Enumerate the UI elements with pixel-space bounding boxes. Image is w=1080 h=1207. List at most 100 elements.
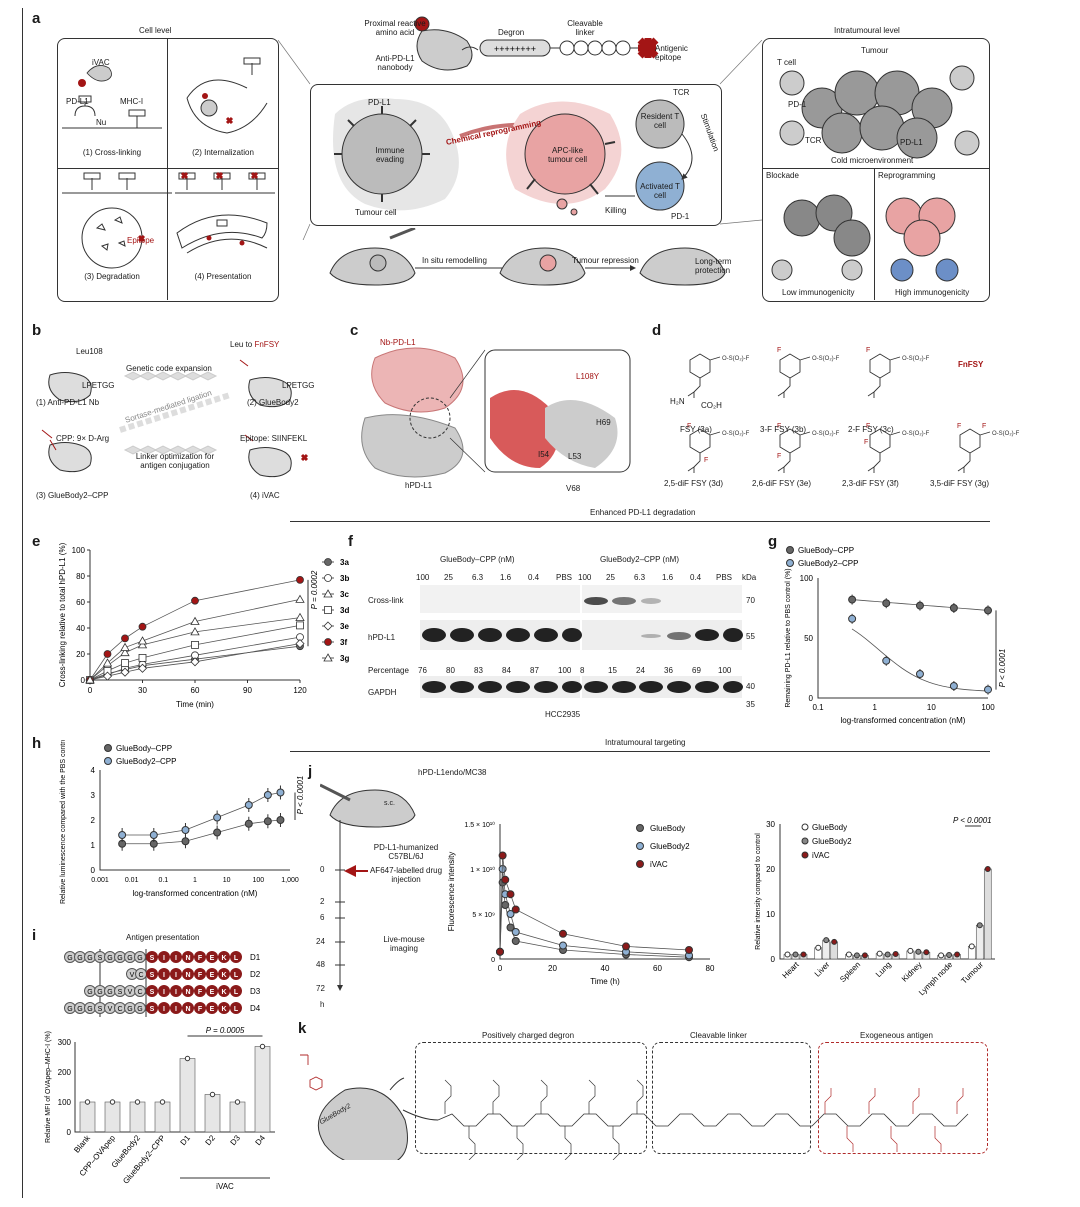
g-xtick-label: 1	[872, 703, 877, 712]
seq-epitope-letter: N	[185, 955, 190, 962]
i-bar	[154, 1101, 171, 1133]
seq-epitope-letter: S	[150, 989, 155, 996]
g-series-line	[851, 628, 989, 692]
g-point	[882, 599, 891, 608]
e-legend-label: 3g	[340, 654, 349, 663]
f-cell: HCC2935	[545, 710, 581, 719]
epi-label: Epitope: SIINFEKL	[240, 434, 308, 443]
mice-drawings	[329, 228, 726, 286]
pd1-label: PD-1	[671, 212, 690, 221]
activated-label: Activated T cell	[640, 182, 680, 200]
e-xtick-label: 60	[191, 686, 200, 695]
e-ytick-label: 80	[76, 572, 85, 581]
f-pct-value: 100	[558, 666, 572, 675]
lpetgg-1: LPETGG	[82, 381, 115, 390]
seq-epitope-letter: E	[210, 1006, 215, 1013]
g-point	[949, 682, 958, 690]
f-conc-label: 100	[578, 573, 592, 582]
e-point	[138, 654, 147, 662]
seq-epitope-letter: E	[210, 972, 215, 979]
f-pct-value: 36	[664, 666, 673, 675]
seq-linker-letter: V	[108, 1006, 113, 1013]
j2-xtick-label: Spleen	[838, 960, 862, 984]
seq-epitope-letter: I	[163, 972, 165, 979]
e-point	[120, 642, 130, 651]
panel-k-label: k	[298, 1020, 307, 1037]
seq-epitope-residue	[230, 985, 242, 997]
j2-point	[815, 944, 822, 951]
g-point	[915, 601, 924, 610]
e-legend-marker	[323, 621, 333, 631]
seq-epitope-letter: E	[210, 989, 215, 996]
svg-text:O-S(O₂)-F: O-S(O₂)-F	[902, 431, 930, 437]
seq-epitope-letter: I	[175, 989, 177, 996]
i-point	[109, 1099, 116, 1105]
seq-linker-letter: G	[117, 955, 122, 962]
center-pdl1: PD-L1	[368, 98, 391, 107]
seq-linker-letter: G	[137, 1006, 142, 1013]
seq-epitope-residue	[218, 951, 230, 963]
svg-text:O-S(O₂)-F: O-S(O₂)-F	[722, 356, 750, 362]
h-axes	[99, 770, 290, 871]
fsy-3d: 2,5-diF FSY (3d)	[664, 479, 723, 488]
seq-epitope-letter: F	[198, 989, 203, 996]
cell-divider-v	[167, 38, 168, 300]
k-antigen: Exogeneous antigen	[860, 1031, 933, 1040]
h-point	[244, 801, 253, 809]
i-bar	[129, 1101, 146, 1133]
seq-epitope-residue	[182, 951, 194, 963]
f-conc-label: 6.3	[634, 573, 646, 582]
g-point	[848, 595, 857, 604]
i-title: Antigen presentation	[126, 933, 200, 942]
low-imm-label: Low immunogenicity	[782, 288, 855, 297]
panel-b-drawings	[41, 359, 309, 478]
k-arg-sidechain	[468, 1126, 476, 1160]
j2-point	[954, 951, 961, 958]
e-xtick-label: 120	[293, 686, 307, 695]
panel-j-label: j	[308, 763, 313, 780]
e-xtick-label: 30	[138, 686, 147, 695]
h-xtick-label: 0.1	[158, 877, 168, 884]
f-row-crosslink: Cross-link	[368, 596, 404, 605]
e-point	[137, 640, 148, 649]
cold-label: Cold microenvironment	[831, 156, 914, 165]
i-point	[84, 1099, 91, 1105]
seq-epitope-letter: K	[221, 989, 226, 996]
intra-drawings	[771, 65, 980, 282]
j2-ytick-label: 30	[766, 820, 775, 829]
intra-divider-v	[874, 168, 875, 300]
connector-lines	[277, 40, 763, 240]
j1-ytick-label: 1 × 10¹⁰	[470, 866, 495, 874]
c4-caption: (4) Presentation	[194, 272, 252, 281]
lpetgg-2: LPETGG	[282, 381, 315, 390]
h-ylabel: Relative luminescence compared with the …	[60, 740, 67, 904]
e-legend-marker	[324, 574, 332, 582]
panel-d-label: d	[652, 322, 662, 339]
svg-text:O-S(O₂)-F: O-S(O₂)-F	[722, 431, 750, 437]
panel-f-label: f	[348, 533, 353, 550]
i-bar	[104, 1101, 121, 1133]
seq-linker-letter: G	[107, 955, 112, 962]
j1-point	[498, 851, 507, 860]
g-point	[848, 614, 857, 623]
h-point	[213, 828, 222, 837]
k-antigen-sidechain	[934, 1126, 942, 1152]
j2-point	[884, 951, 891, 958]
e-ytick-label: 100	[72, 546, 86, 555]
h-ytick-label: 2	[91, 816, 96, 825]
k-arg-sidechain	[564, 1126, 572, 1160]
g-point	[882, 656, 891, 665]
k-molecule	[300, 1054, 969, 1160]
h-point	[149, 831, 158, 839]
h-ytick-label: 0	[91, 866, 96, 875]
j1-point	[511, 928, 520, 936]
svg-text:O-S(O₂)-F: O-S(O₂)-F	[902, 356, 930, 362]
svg-text:F: F	[777, 423, 781, 430]
intratumoural-box: Intratumoural level	[762, 26, 990, 302]
seq-linker-letter: G	[87, 1006, 92, 1013]
seq-linker-letter: G	[137, 955, 142, 962]
j2-legend-marker	[801, 851, 809, 859]
k-degron-box	[415, 1042, 647, 1154]
j2-point	[915, 948, 922, 955]
